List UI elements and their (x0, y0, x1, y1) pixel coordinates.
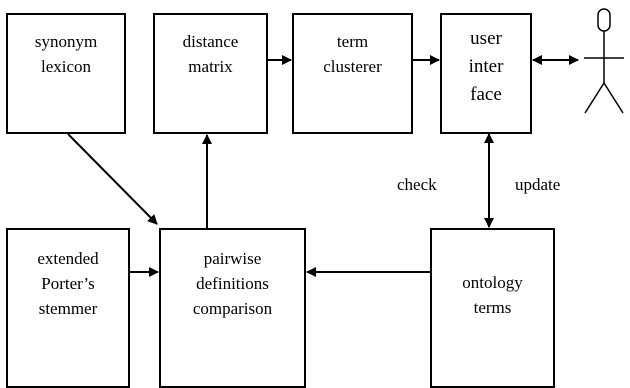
pairwise-line-2: definitions (196, 274, 269, 293)
pairwise-line-3: comparison (192, 299, 273, 318)
porter-line-2: Porter’s (41, 274, 95, 293)
porter-line-1: extended (37, 249, 99, 268)
term-clusterer-line-2: clusterer (323, 57, 382, 76)
distance-matrix-line-1: distance (182, 32, 239, 51)
connectors (67, 8, 624, 277)
user-interface-line-1: user (470, 28, 502, 49)
update-label: update (515, 175, 561, 194)
ontology-line-2: terms (473, 298, 512, 317)
synonym-lexicon-line-1: synonym (34, 32, 98, 51)
term-clusterer-line-1: term (336, 32, 369, 51)
user-stick-figure-icon (584, 8, 624, 114)
architecture-diagram: synonym lexicon distance matrix term clu… (6, 8, 624, 388)
pairwise-comparison-box: pairwise definitions comparison (159, 228, 306, 388)
ontology-line-1: ontology (462, 273, 523, 292)
check-label: check (397, 175, 437, 194)
ontology-terms-box: ontology terms (430, 228, 555, 388)
synonym-lexicon-box: synonym lexicon (6, 13, 126, 134)
user-interface-line-2: inter (468, 56, 504, 77)
distance-matrix-box: distance matrix (153, 13, 268, 134)
pairwise-line-1: pairwise (203, 249, 262, 268)
user-interface-line-3: face (470, 84, 502, 105)
term-clusterer-box: term clusterer (292, 13, 413, 134)
arrow-synonym-to-pairwise (67, 133, 158, 225)
porter-line-3: stemmer (38, 299, 98, 318)
distance-matrix-line-2: matrix (188, 57, 233, 76)
extended-porter-stemmer-box: extended Porter’s stemmer (6, 228, 130, 388)
user-interface-box: user inter face (440, 13, 532, 134)
synonym-lexicon-line-2: lexicon (40, 57, 92, 76)
